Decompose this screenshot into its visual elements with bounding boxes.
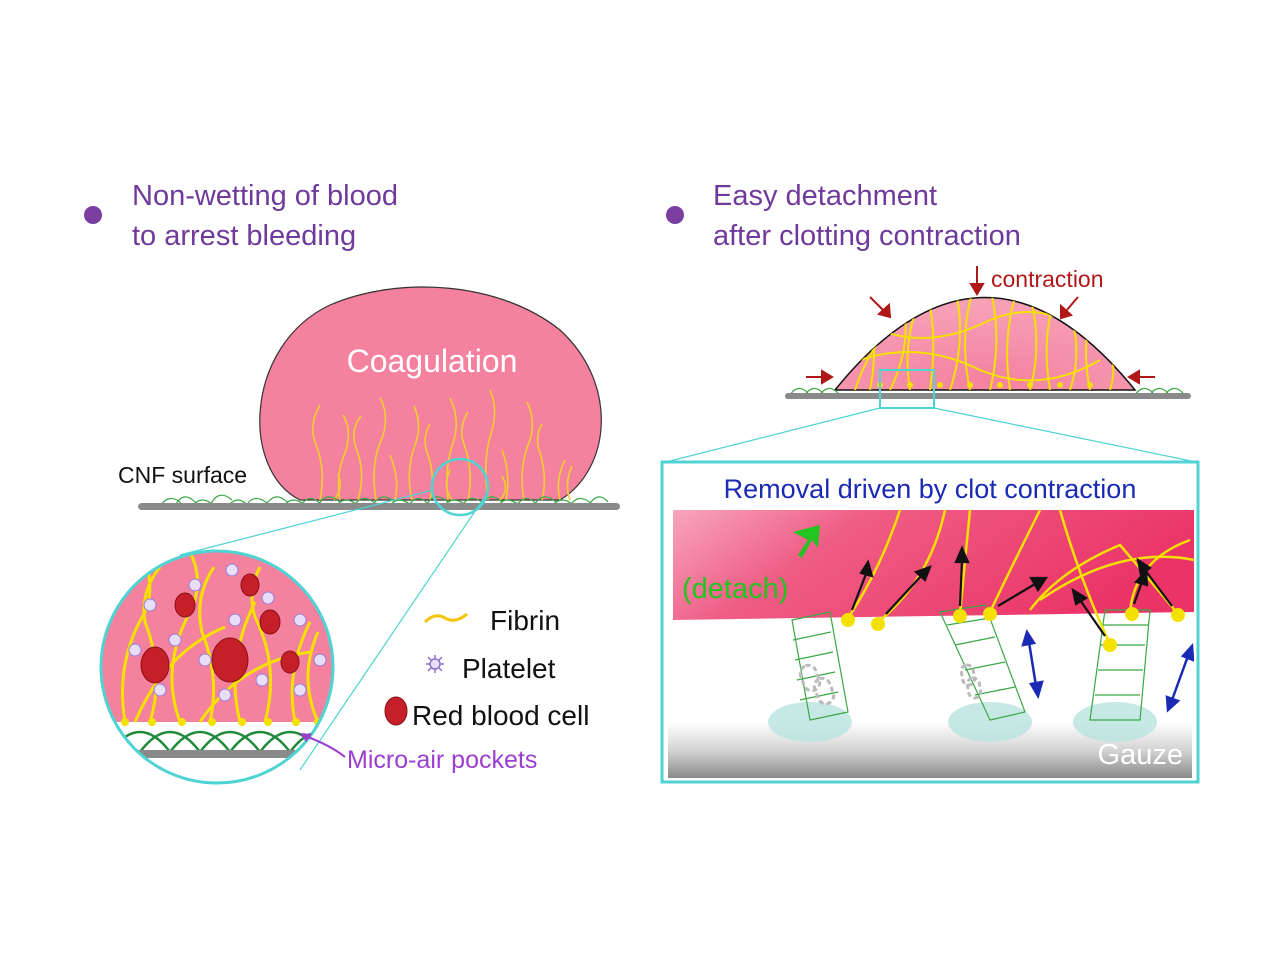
box-anchor-dots [841,607,1185,652]
zoom-circle-small [430,457,490,517]
right-bullet-dot [666,206,684,224]
left-bullet-dot [84,206,102,224]
coagulation-label: Coagulation [347,343,518,379]
right-surface-bar [785,393,1191,399]
platelet-icon [426,655,444,673]
blood-droplet: Coagulation [259,286,602,501]
legend-fibrin-label: Fibrin [490,605,560,636]
pull-arrows [850,545,1173,637]
droplet-fibrin-strands [312,389,573,501]
magnified-red-blood-cells [140,573,300,684]
right-heading-line2: after clotting contraction [713,220,1021,252]
left-heading-line1: Non-wetting of blood [132,180,398,212]
zoom-line-right [299,491,489,771]
zoom-line-right-a [665,407,881,463]
contraction-label: contraction [991,266,1104,292]
removal-box: Removal driven by clot contraction (deta… [660,460,1200,784]
dome-anchor-dots [877,382,1093,388]
magnified-circle-border [99,549,335,785]
detach-arrow [793,525,820,558]
contraction-arrows [806,266,1155,385]
detach-label: (detach) [682,573,788,605]
legend-rbc-label: Red blood cell [412,700,589,731]
gauze-bumps [768,702,1157,742]
clot-layer [673,510,1194,620]
gauze-label: Gauze [1098,739,1183,771]
carbon-nanotubes [791,604,1151,721]
air-pocket-arrowhead [300,733,312,742]
zoom-line-left [179,489,434,556]
left-heading-line2: to arrest bleeding [132,220,356,252]
magnified-platelets [128,563,327,702]
cnf-surface-label: CNF surface [118,462,247,488]
cnf-surface-bar [138,503,620,510]
air-pockets-label: Micro-air pockets [347,746,537,774]
removal-box-border [660,460,1200,784]
fibrin-icon [423,612,468,624]
removal-box-title: Removal driven by clot contraction [724,474,1137,504]
right-heading-line1: Easy detachment [713,180,937,212]
magnified-view [101,551,333,783]
zoom-rect-small [879,369,935,409]
magnified-anchor-dots [121,718,322,726]
broken-link-icons [798,663,983,706]
clot-dome [833,296,1137,391]
legend-platelet-label: Platelet [462,653,556,684]
zoom-line-right-b [933,407,1197,463]
blue-double-arrows [1021,629,1194,713]
red-blood-cell-icon [384,696,408,726]
